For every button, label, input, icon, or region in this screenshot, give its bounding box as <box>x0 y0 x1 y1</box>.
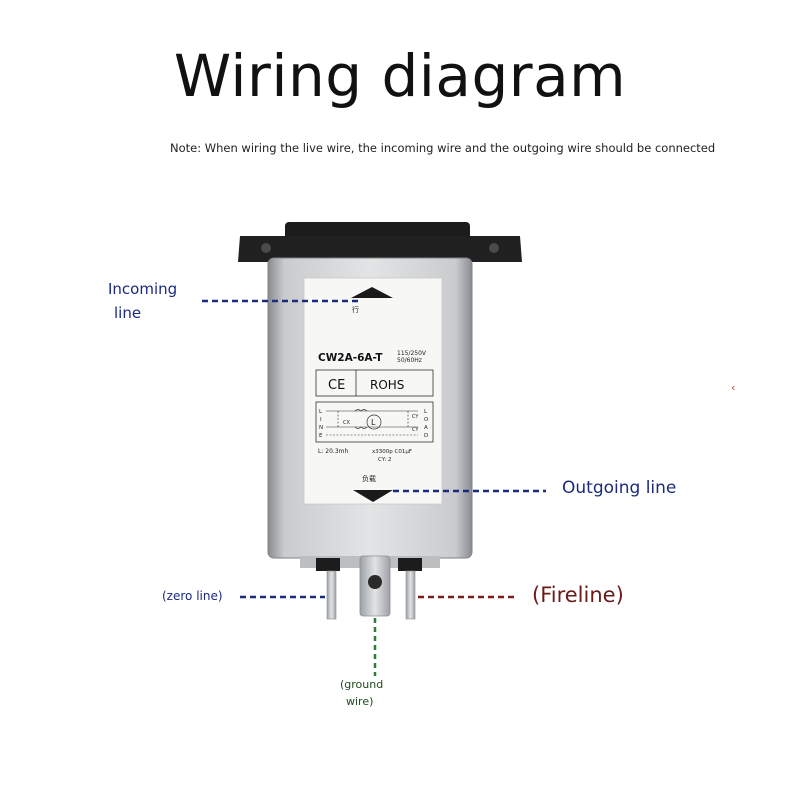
left-pin-label: N <box>319 425 323 431</box>
center-mark: L <box>371 418 376 427</box>
center-symbol <box>366 414 382 430</box>
ground-wire-label: (ground <box>340 678 384 691</box>
wiring-note: Note: When wiring the live wire, the inc… <box>170 141 716 155</box>
cy-label-bottom: CY <box>412 427 419 433</box>
schematic-lines <box>326 409 418 436</box>
zero-line-terminal <box>326 570 337 620</box>
terminals <box>316 555 422 620</box>
outgoing-line-label: Outgoing line <box>562 478 677 498</box>
stray-mark: ‹ <box>731 381 736 394</box>
ce-mark: CE <box>328 378 345 393</box>
rating-frequency: 50/60Hz <box>397 357 422 364</box>
fire-line-label: (Fireline) <box>532 583 624 607</box>
cy-value: CY: 2 <box>378 457 391 463</box>
inductance-value: L: 20.3mh <box>318 448 348 455</box>
model-number: CW2A-6A-T <box>318 352 383 364</box>
rating-voltage: 115/250V <box>397 350 427 357</box>
cy-label-top: CY <box>412 414 419 420</box>
mounting-hole-right <box>489 243 499 253</box>
page-title: Wiring diagram <box>173 42 627 110</box>
arrow-down-icon <box>353 490 393 502</box>
left-pin-label: I <box>320 417 322 423</box>
left-pin-label: L <box>319 409 323 415</box>
ground-terminal-hole <box>368 575 382 589</box>
zero-line-label: (zero line) <box>162 589 223 603</box>
incoming-line-label-2: line <box>114 304 142 322</box>
right-pin-label: A <box>424 425 428 431</box>
incoming-line-label: Incoming <box>108 280 178 298</box>
left-pin-label: E <box>319 433 323 439</box>
right-pin-label: D <box>424 433 428 439</box>
ground-wire-label-2: wire) <box>346 695 374 708</box>
right-pin-label: O <box>424 417 429 423</box>
rohs-mark: ROHS <box>370 378 404 392</box>
device-label: 行 CW2A-6A-T 115/250V 50/60Hz CE ROHS L I… <box>303 277 443 505</box>
capacitance-value: x3300p C01μF <box>372 449 412 455</box>
right-pin-label: L <box>424 409 428 415</box>
bottom-char: 负载 <box>362 474 376 483</box>
arrow-up-icon <box>351 287 393 298</box>
fire-line-terminal <box>405 570 416 620</box>
mounting-flange <box>238 222 522 262</box>
mounting-hole-left <box>261 243 271 253</box>
top-char: 行 <box>352 305 359 314</box>
cx-label: CX <box>343 420 350 426</box>
